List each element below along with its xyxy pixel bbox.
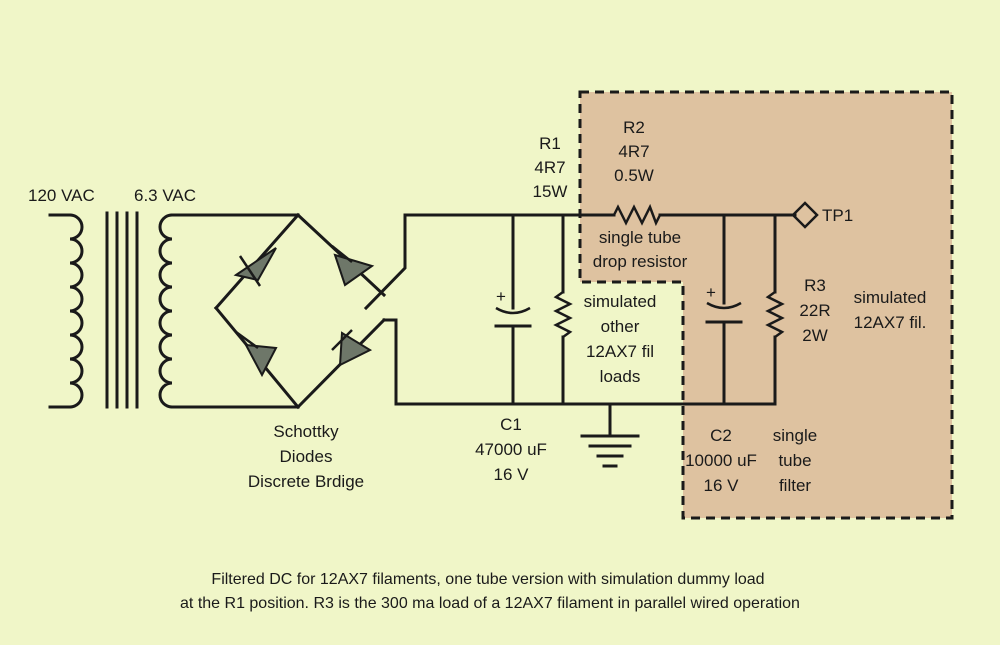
- r2-desc-line1: single tube: [599, 228, 681, 247]
- r2-desc-line2: drop resistor: [593, 252, 688, 271]
- bridge-label-line2: Diodes: [280, 447, 333, 466]
- r3-name-label: R3: [804, 276, 826, 295]
- schottky-diode-icon: [235, 330, 278, 378]
- filter-label-line2: tube: [778, 451, 811, 470]
- fil-label-line1: simulated: [854, 288, 927, 307]
- secondary-voltage-label: 6.3 VAC: [134, 186, 196, 205]
- test-point-diamond-icon: [791, 201, 819, 229]
- ground-icon: [580, 402, 640, 468]
- r1-value-label: 4R7: [534, 158, 565, 177]
- caption-line2: at the R1 position. R3 is the 300 ma loa…: [180, 595, 800, 612]
- r3-value-label: 22R: [799, 301, 830, 320]
- c2-value-label: 10000 uF: [685, 451, 757, 470]
- c1-value-label: 47000 uF: [475, 440, 547, 459]
- polarized-capacitor-icon: [705, 213, 743, 406]
- c1-voltage-label: 16 V: [494, 465, 530, 484]
- filter-label-line3: filter: [779, 476, 811, 495]
- resistor-icon: [612, 203, 662, 227]
- resistor-icon: [765, 213, 785, 406]
- polarized-capacitor-icon: [494, 213, 532, 406]
- schottky-diode-icon: [331, 329, 373, 367]
- schottky-diode-icon: [233, 247, 277, 287]
- tp1-label: TP1: [822, 206, 853, 225]
- sim-loads-line2: other: [601, 317, 640, 336]
- schottky-diode-icon: [331, 245, 375, 287]
- c2-voltage-label: 16 V: [704, 476, 740, 495]
- sim-loads-line3: 12AX7 fil: [586, 342, 654, 361]
- bridge-label-line1: Schottky: [273, 422, 339, 441]
- resistor-icon: [553, 213, 573, 406]
- single-tube-region: [578, 90, 954, 520]
- r3-power-label: 2W: [802, 326, 828, 345]
- r2-value-label: 4R7: [618, 142, 649, 161]
- caption-line1: Filtered DC for 12AX7 filaments, one tub…: [211, 571, 764, 588]
- fil-label-line2: 12AX7 fil.: [854, 313, 927, 332]
- r2-power-label: 0.5W: [614, 166, 654, 185]
- r1-name-label: R1: [539, 134, 561, 153]
- c2-plus-sign: +: [706, 283, 716, 302]
- sim-loads-line4: loads: [600, 367, 641, 386]
- bridge-label-line3: Discrete Brdige: [248, 472, 364, 491]
- r1-power-label: 15W: [533, 182, 568, 201]
- sim-loads-line1: simulated: [584, 292, 657, 311]
- primary-voltage-label: 120 VAC: [28, 186, 95, 205]
- c2-name-label: C2: [710, 426, 732, 445]
- transformer-icon: [48, 211, 174, 409]
- c1-name-label: C1: [500, 415, 522, 434]
- filter-label-line1: single: [773, 426, 817, 445]
- c1-plus-sign: +: [496, 287, 506, 306]
- r2-name-label: R2: [623, 118, 645, 137]
